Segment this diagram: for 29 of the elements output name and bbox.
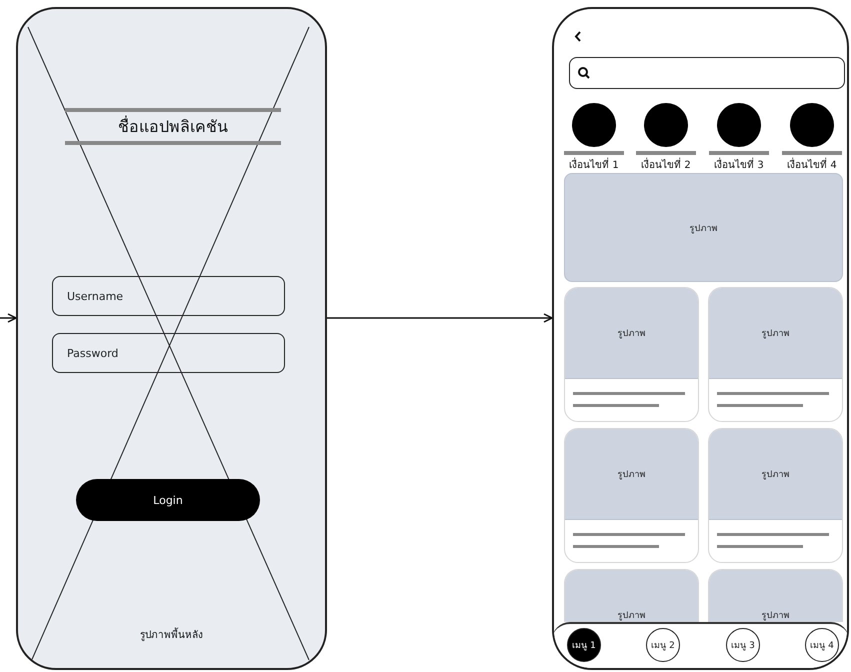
category-label: เงื่อนไขที่ 4 (787, 160, 837, 171)
product-card (564, 428, 699, 563)
category-avatar (572, 103, 616, 147)
category-label: เงื่อนไขที่ 1 (569, 160, 619, 171)
phone-frame (552, 7, 849, 670)
product-card (708, 428, 843, 563)
image-placeholder-label: รูปภาพ (762, 610, 790, 622)
image-placeholder-label: รูปภาพ (762, 469, 790, 481)
product-card (708, 569, 843, 622)
category-avatar (644, 103, 688, 147)
image-placeholder-label: รูปภาพ (618, 610, 646, 622)
input-field: Username (52, 276, 285, 316)
login-button: Login (76, 479, 260, 521)
banner-image: รูปภาพ (564, 173, 843, 282)
arrow (327, 313, 553, 323)
category-avatar (717, 103, 761, 147)
category-label: เงื่อนไขที่ 3 (714, 160, 764, 171)
image-placeholder-label: รูปภาพ (762, 328, 790, 340)
app-name-title: ชื่อแอปพลิเคชัน (65, 108, 281, 145)
image-placeholder-label: รูปภาพ (618, 469, 646, 481)
image-placeholder-label: รูปภาพ (618, 328, 646, 340)
category-avatar (790, 103, 834, 147)
input-field: Password (52, 333, 285, 373)
product-card (564, 569, 699, 622)
arrow (0, 313, 17, 323)
background-image-label: รูปภาพพื้นหลัง (140, 630, 203, 641)
product-card (564, 287, 699, 422)
product-card (708, 287, 843, 422)
category-label: เงื่อนไขที่ 2 (641, 160, 691, 171)
